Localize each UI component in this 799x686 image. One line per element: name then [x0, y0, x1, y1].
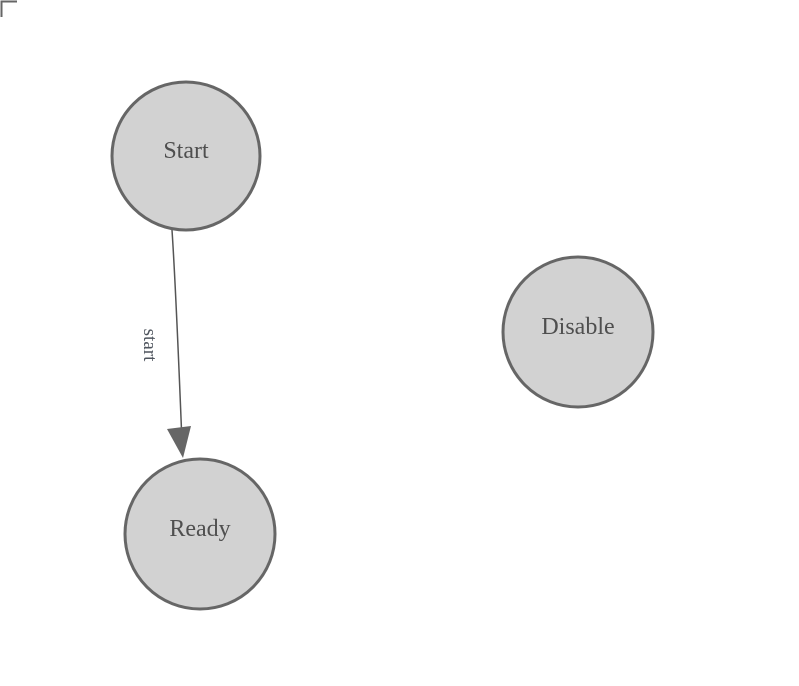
node-ready[interactable]: Ready — [123, 457, 277, 611]
node-start[interactable]: Start — [110, 80, 262, 232]
node-start-circle[interactable] — [110, 80, 262, 232]
canvas-origin-corner-icon — [0, 0, 17, 17]
edge-start-to-ready[interactable]: start — [139, 229, 191, 458]
node-start-label: Start — [163, 138, 209, 164]
edge-arrowhead-icon — [167, 426, 191, 458]
node-disable-label: Disable — [541, 314, 614, 340]
node-disable-circle[interactable] — [501, 255, 655, 409]
node-ready-label: Ready — [169, 516, 230, 542]
node-disable[interactable]: Disable — [501, 255, 655, 409]
edge-path[interactable] — [171, 229, 183, 443]
edge-label: start — [139, 329, 160, 362]
node-ready-circle[interactable] — [123, 457, 277, 611]
